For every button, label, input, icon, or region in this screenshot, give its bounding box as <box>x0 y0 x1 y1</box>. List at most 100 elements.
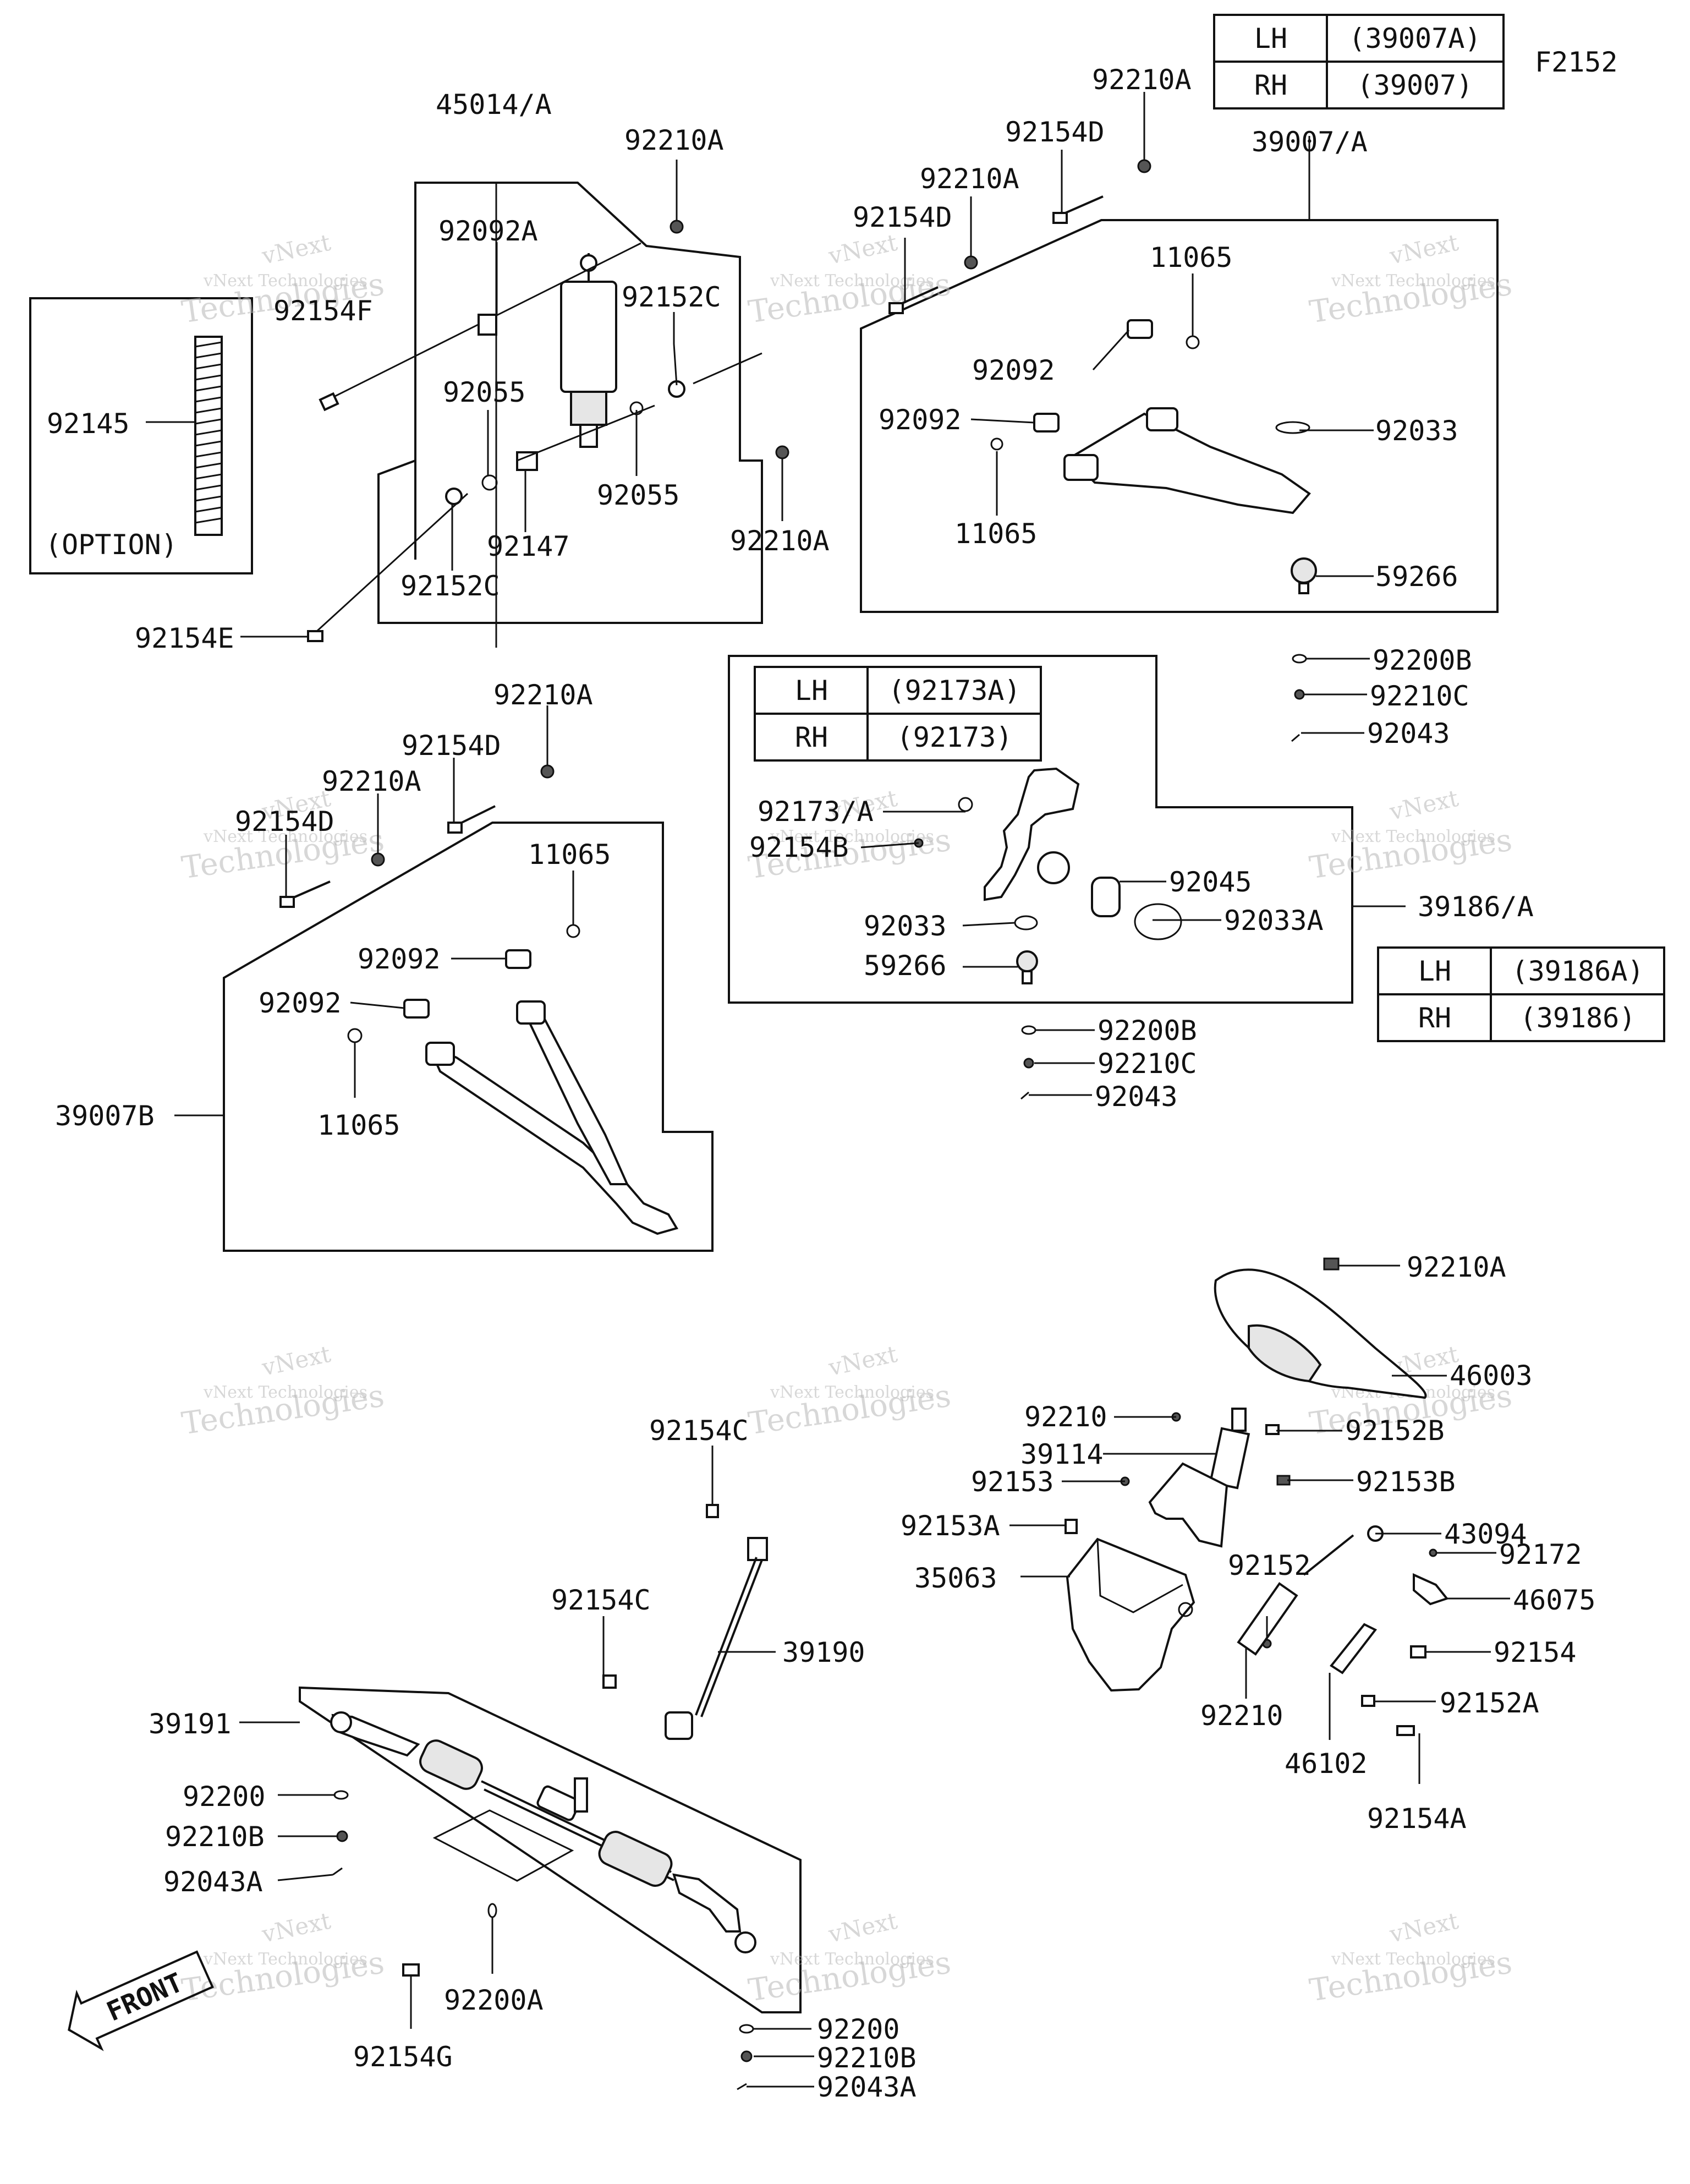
label-92152c: 92152C <box>622 281 721 313</box>
label-92153: 92153 <box>971 1466 1054 1498</box>
table-part: (39186A) <box>1512 955 1644 987</box>
watermark: vNext Technologies <box>1331 271 1495 291</box>
label-92092: 92092 <box>358 943 441 975</box>
label-39191: 39191 <box>149 1708 232 1740</box>
label-92200a: 92200A <box>444 1984 544 2016</box>
label-59266: 59266 <box>1375 561 1458 593</box>
label-92210b: 92210B <box>165 1821 265 1853</box>
label-92154e: 92154E <box>135 622 234 654</box>
watermark: vNext <box>1387 785 1461 825</box>
figure-code: F2152 <box>1535 46 1618 78</box>
lh-rh-table-2: LH (92173A) RH (92173) <box>754 666 1042 762</box>
label-92092: 92092 <box>879 404 962 436</box>
label-46075: 46075 <box>1513 1584 1596 1616</box>
label-92154d: 92154D <box>402 730 501 762</box>
part-drawings <box>194 159 1449 2090</box>
coil-spring <box>194 336 223 536</box>
label-92210a: 92210A <box>322 765 421 797</box>
frames <box>29 182 1499 2013</box>
label-92045: 92045 <box>1169 866 1252 898</box>
watermark: vNext <box>1387 1907 1461 1948</box>
label-92043: 92043 <box>1367 718 1450 749</box>
label-92145: 92145 <box>47 408 130 440</box>
watermark: vNext Technologies <box>770 271 934 291</box>
label-92154a: 92154A <box>1367 1803 1467 1835</box>
label-92154: 92154 <box>1494 1636 1577 1668</box>
label-59266: 59266 <box>864 950 947 982</box>
watermark: vNext <box>259 229 333 270</box>
watermark: vNext <box>826 229 899 270</box>
label-92173a: 92173/A <box>758 796 874 828</box>
label-11065: 11065 <box>1150 242 1233 273</box>
label-92153a: 92153A <box>901 1510 1000 1542</box>
label-92033a: 92033A <box>1224 905 1324 937</box>
table-part: (39007) <box>1357 69 1473 101</box>
watermark: vNext <box>259 1340 333 1381</box>
label-92152a: 92152A <box>1440 1687 1539 1719</box>
label-39007b: 39007B <box>55 1100 155 1132</box>
watermark: vNext Technologies <box>203 271 367 291</box>
label-35063: 35063 <box>914 1562 997 1594</box>
label-92152c: 92152C <box>400 570 500 602</box>
label-92200: 92200 <box>183 1781 266 1813</box>
table-part: (39007A) <box>1349 23 1482 54</box>
label-92210a: 92210A <box>1092 64 1192 96</box>
table-side: RH <box>1418 1002 1451 1034</box>
label-92055: 92055 <box>443 376 526 408</box>
label-92152b: 92152B <box>1345 1415 1445 1447</box>
label-92153b: 92153B <box>1356 1466 1456 1498</box>
label-92154c: 92154C <box>551 1584 651 1616</box>
label-92033: 92033 <box>1375 415 1458 447</box>
watermark: vNext Technologies <box>203 1383 367 1402</box>
lh-rh-table-1: LH (39007A) RH (39007) <box>1213 14 1505 110</box>
shock-absorber <box>560 253 617 448</box>
label-92043a: 92043A <box>163 1866 263 1898</box>
label-92210a: 92210A <box>1407 1251 1506 1283</box>
label-45014a: 45014/A <box>436 89 552 121</box>
table-part: (92173) <box>897 721 1013 753</box>
table-side: LH <box>795 675 828 707</box>
label-92043a: 92043A <box>817 2071 917 2103</box>
lh-rh-table-3: LH (39186A) RH (39186) <box>1377 946 1665 1042</box>
lower-a-arm <box>347 924 679 1235</box>
label-39114: 39114 <box>1020 1438 1104 1470</box>
watermark: vNext Technologies <box>770 1383 934 1402</box>
label-92210a: 92210A <box>624 124 724 156</box>
steering-shaft <box>602 1504 768 1740</box>
watermark: vNext <box>826 1340 899 1381</box>
watermark: vNext <box>1387 229 1461 270</box>
watermark: vNext Technologies <box>203 1950 367 1969</box>
table-side: LH <box>1254 23 1287 54</box>
watermark: vNext Technologies <box>1331 1950 1495 1969</box>
label-92033: 92033 <box>864 910 947 942</box>
watermark: vNext <box>826 1907 899 1948</box>
label-11065: 11065 <box>317 1109 400 1141</box>
label-92152: 92152 <box>1228 1550 1311 1581</box>
label-92210: 92210 <box>1024 1401 1107 1433</box>
label-92210a: 92210A <box>920 163 1019 195</box>
label-43094: 43094 <box>1444 1518 1527 1550</box>
label-92172: 92172 <box>1499 1539 1582 1570</box>
label-92154f: 92154F <box>273 295 373 327</box>
steering-column <box>1120 1408 1291 1548</box>
label-92210a: 92210A <box>493 679 593 711</box>
label-39007a: 39007/A <box>1252 126 1368 158</box>
label-92154d: 92154D <box>1005 116 1105 148</box>
label-92043: 92043 <box>1095 1081 1178 1113</box>
label-92147: 92147 <box>487 530 570 562</box>
table-side: LH <box>1418 955 1451 987</box>
leader-lines <box>146 92 1510 2088</box>
steering-rack <box>330 1711 756 1953</box>
steering-knuckle <box>914 767 1182 984</box>
label-92154c: 92154C <box>649 1415 749 1447</box>
part-labels: F2152 45014/A 92210A 92092A 92154F 92152… <box>45 46 1618 2103</box>
table-part: (92173A) <box>888 675 1021 707</box>
steering-bracket <box>1065 1519 1195 1692</box>
steering-damper <box>1237 1525 1449 1736</box>
table-side: RH <box>1254 69 1287 101</box>
label-11065: 11065 <box>528 839 611 871</box>
label-92210c: 92210C <box>1370 680 1469 712</box>
table-part: (39186) <box>1520 1002 1636 1034</box>
steering-wheel <box>1214 1257 1427 1399</box>
